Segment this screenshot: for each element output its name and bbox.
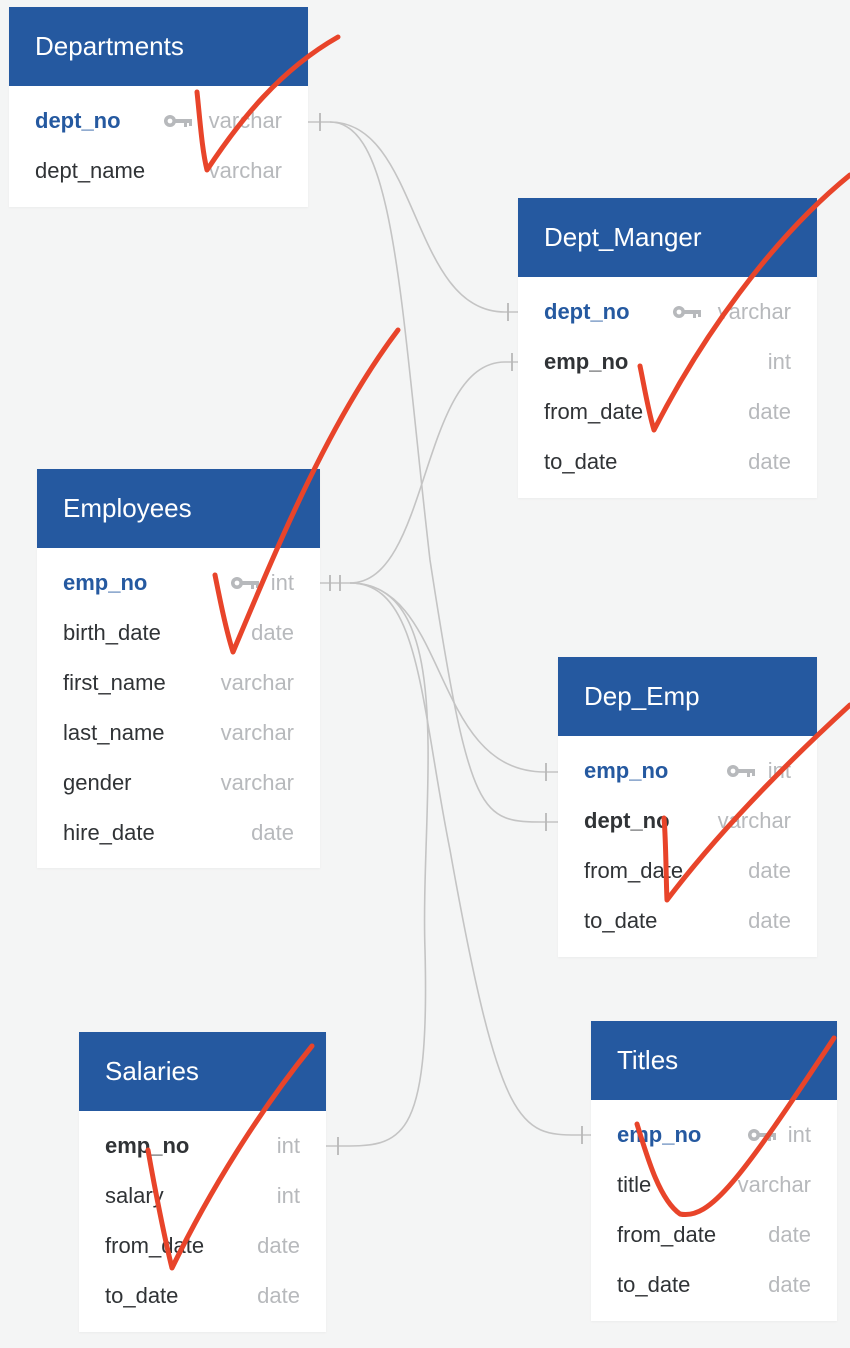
table-title: Employees bbox=[37, 469, 320, 548]
column-name: dept_no bbox=[584, 808, 670, 833]
key-icon bbox=[748, 1129, 776, 1141]
column-type: varchar bbox=[220, 670, 294, 695]
table-dept-manager[interactable]: Dept_Manger dept_no varchar emp_no int f… bbox=[518, 198, 817, 498]
table-row[interactable]: from_date date bbox=[518, 387, 817, 437]
column-type: int bbox=[787, 1122, 811, 1147]
column-type: date bbox=[768, 1272, 811, 1297]
table-row[interactable]: to_date date bbox=[558, 896, 817, 946]
table-employees[interactable]: Employees emp_no int birth_date date fir… bbox=[37, 469, 320, 868]
column-name: title bbox=[617, 1172, 652, 1197]
table-dept-emp[interactable]: Dep_Emp emp_no int dept_no varchar from_… bbox=[558, 657, 817, 957]
column-name: hire_date bbox=[63, 820, 155, 845]
column-type: date bbox=[257, 1283, 300, 1308]
table-row[interactable]: to_date date bbox=[591, 1260, 837, 1310]
column-name: emp_no bbox=[544, 349, 629, 374]
column-type: varchar bbox=[717, 808, 791, 833]
table-row[interactable]: emp_no int bbox=[591, 1110, 837, 1160]
table-row[interactable]: dept_name varchar bbox=[9, 146, 308, 196]
column-name: gender bbox=[63, 770, 132, 795]
column-name: emp_no bbox=[63, 570, 148, 595]
key-icon bbox=[673, 306, 701, 318]
table-title: Salaries bbox=[79, 1032, 326, 1111]
column-name: last_name bbox=[63, 720, 165, 745]
table-row[interactable]: first_name varchar bbox=[37, 658, 320, 708]
column-name: from_date bbox=[617, 1222, 717, 1247]
table-departments[interactable]: Departments dept_no varchar dept_name va… bbox=[9, 7, 308, 207]
column-type: date bbox=[768, 1222, 811, 1247]
table-salaries[interactable]: Salaries emp_no int salary int from_date… bbox=[79, 1032, 326, 1332]
column-name: dept_no bbox=[35, 108, 121, 133]
column-name: to_date bbox=[544, 449, 618, 474]
table-row[interactable]: gender varchar bbox=[37, 758, 320, 808]
table-row[interactable]: dept_no varchar bbox=[9, 96, 308, 146]
column-type: varchar bbox=[208, 158, 282, 183]
column-name: dept_name bbox=[35, 158, 146, 183]
column-type: int bbox=[767, 349, 791, 374]
column-type: date bbox=[251, 620, 294, 645]
table-title: Titles bbox=[591, 1021, 837, 1100]
table-title: Departments bbox=[9, 7, 308, 86]
table-row[interactable]: hire_date date bbox=[37, 808, 320, 858]
connector-departments-dept-manager bbox=[308, 121, 518, 313]
column-type: int bbox=[276, 1133, 300, 1158]
connector-employees-titles bbox=[349, 582, 591, 1136]
column-type: date bbox=[251, 820, 294, 845]
column-type: date bbox=[748, 449, 791, 474]
column-name: to_date bbox=[105, 1283, 179, 1308]
table-row[interactable]: dept_no varchar bbox=[558, 796, 817, 846]
column-type: varchar bbox=[220, 720, 294, 745]
table-row[interactable]: to_date date bbox=[518, 437, 817, 487]
column-name: to_date bbox=[617, 1272, 691, 1297]
column-name: to_date bbox=[584, 908, 658, 933]
column-type: date bbox=[748, 908, 791, 933]
connector-employees-salaries bbox=[326, 582, 429, 1147]
column-type: varchar bbox=[737, 1172, 811, 1197]
column-type: date bbox=[748, 399, 791, 424]
table-row[interactable]: salary int bbox=[79, 1171, 326, 1221]
connector-employees-dept-manager bbox=[320, 361, 518, 584]
table-row[interactable]: last_name varchar bbox=[37, 708, 320, 758]
column-name: birth_date bbox=[63, 620, 161, 645]
column-name: dept_no bbox=[544, 299, 630, 324]
table-title: Dep_Emp bbox=[558, 657, 817, 736]
column-name: from_date bbox=[544, 399, 644, 424]
column-type: int bbox=[270, 570, 294, 595]
table-row[interactable]: from_date date bbox=[558, 846, 817, 896]
table-row[interactable]: to_date date bbox=[79, 1271, 326, 1321]
table-row[interactable]: emp_no int bbox=[518, 337, 817, 387]
column-type: varchar bbox=[220, 770, 294, 795]
table-row[interactable]: from_date date bbox=[591, 1210, 837, 1260]
column-type: varchar bbox=[208, 108, 282, 133]
column-type: int bbox=[276, 1183, 300, 1208]
column-type: date bbox=[748, 858, 791, 883]
column-name: emp_no bbox=[617, 1122, 702, 1147]
key-icon bbox=[727, 765, 755, 777]
key-icon bbox=[164, 115, 192, 127]
table-title: Dept_Manger bbox=[518, 198, 817, 277]
column-name: salary bbox=[105, 1183, 164, 1208]
column-type: int bbox=[767, 758, 791, 783]
table-row[interactable]: title varchar bbox=[591, 1160, 837, 1210]
table-row[interactable]: from_date date bbox=[79, 1221, 326, 1271]
column-name: from_date bbox=[584, 858, 684, 883]
column-type: date bbox=[257, 1233, 300, 1258]
key-icon bbox=[231, 577, 259, 589]
table-row[interactable]: emp_no int bbox=[558, 746, 817, 796]
column-name: from_date bbox=[105, 1233, 205, 1258]
table-row[interactable]: emp_no int bbox=[79, 1121, 326, 1171]
table-row[interactable]: emp_no int bbox=[37, 558, 320, 608]
column-type: varchar bbox=[717, 299, 791, 324]
table-row[interactable]: birth_date date bbox=[37, 608, 320, 658]
connector-employees-dept-emp bbox=[349, 582, 558, 773]
column-name: first_name bbox=[63, 670, 166, 695]
table-titles[interactable]: Titles emp_no int title varchar from_dat… bbox=[591, 1021, 837, 1321]
column-name: emp_no bbox=[584, 758, 669, 783]
column-name: emp_no bbox=[105, 1133, 190, 1158]
table-row[interactable]: dept_no varchar bbox=[518, 287, 817, 337]
